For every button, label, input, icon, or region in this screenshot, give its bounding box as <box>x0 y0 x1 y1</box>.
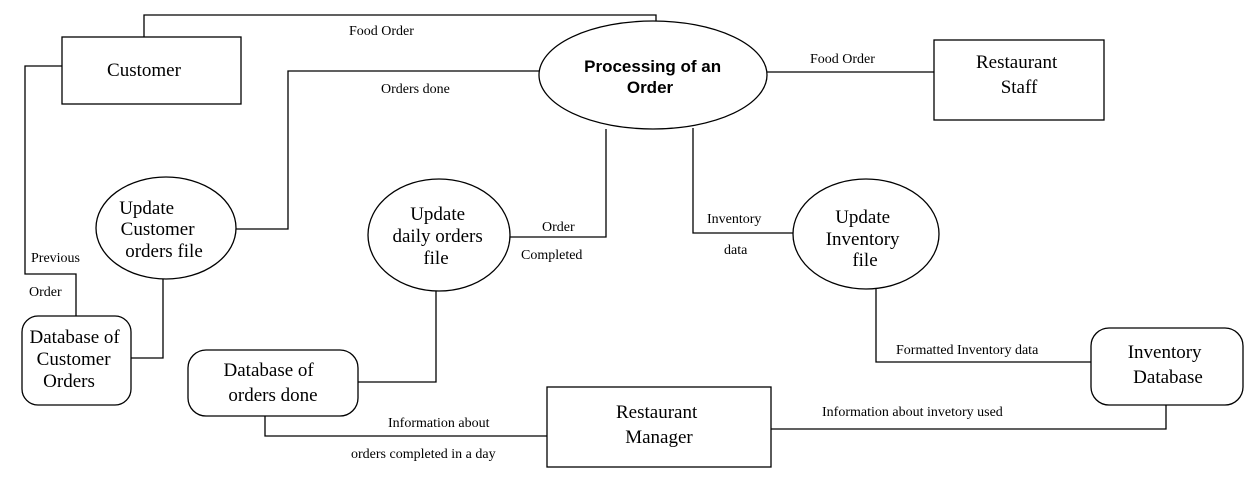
process-update-daily-orders-label-line-1: Update <box>410 204 465 225</box>
svg-text:Database of orders done: Database of orders done <box>224 360 319 406</box>
store-inventory-database-label-line-2: Database <box>1133 367 1203 388</box>
connector-processing-update-daily <box>510 129 607 238</box>
flow-label-info-inventory: Information about invetory used <box>822 405 1003 420</box>
svg-text:Update Inventory f: Update Inventory file <box>826 207 905 271</box>
store-customer-orders-label-line-1: Database of <box>30 327 121 348</box>
connector-processing-update-customer <box>236 70 540 230</box>
svg-text:Customer: Customer <box>107 60 182 81</box>
process-update-customer-orders-label-line-3: orders file <box>125 241 203 262</box>
process-update-customer-orders: Update Customer orders file <box>95 176 237 280</box>
entity-restaurant-staff-label-line-2: Staff <box>1001 77 1038 98</box>
entity-restaurant-manager-label-line-2: Manager <box>625 427 693 448</box>
process-processing-order: Processing of an Order <box>538 20 768 130</box>
entity-customer-label: Customer <box>107 60 182 81</box>
process-update-daily-orders-label-line-2: daily orders <box>393 226 483 247</box>
store-customer-orders-label-line-3: Orders <box>43 371 95 392</box>
entity-customer: Customer <box>61 36 242 105</box>
flow-label-order-completed-line-1: Order <box>542 220 575 235</box>
svg-text:Restaurant Manager: Restaurant Manager <box>616 402 702 448</box>
connector-db-orders-manager <box>264 416 547 437</box>
connector-update-daily-db-orders <box>358 290 437 383</box>
flow-label-order-completed-line-2: Completed <box>521 248 582 263</box>
flow-label-info-orders-line-2: orders completed in a day <box>351 447 496 462</box>
process-update-inventory-label-line-2: Inventory <box>826 229 900 250</box>
svg-text:Restaurant Staff: Restaurant Staff <box>976 52 1062 98</box>
flow-label-inventory-data-line-1: Inventory <box>707 212 761 227</box>
connector-customer-processing <box>143 14 657 37</box>
store-customer-orders-label-line-2: Customer <box>37 349 112 370</box>
process-update-inventory-label-line-3: file <box>852 250 877 271</box>
svg-text:Update daily orders: Update daily orders file <box>393 204 488 269</box>
svg-text:Database of Customer: Database of Customer Orders <box>30 327 125 392</box>
entity-restaurant-staff-label-line-1: Restaurant <box>976 52 1058 73</box>
connectors <box>24 14 1167 437</box>
flow-labels: Food Order Food Order Orders done Order … <box>29 24 1039 462</box>
flow-label-inventory-data-line-2: data <box>724 243 748 258</box>
entity-restaurant-manager-label-line-1: Restaurant <box>616 402 698 423</box>
flow-label-previous-order-line-2: Order <box>29 285 62 300</box>
store-inventory-database-label-line-1: Inventory <box>1128 342 1202 363</box>
flow-label-formatted-inventory: Formatted Inventory data <box>896 343 1039 358</box>
flow-label-food-order-staff: Food Order <box>810 52 875 67</box>
svg-text:Processing of an Order: Processing of an Order <box>584 57 726 97</box>
process-processing-order-label-line-2: Order <box>627 78 674 97</box>
connector-processing-update-inventory <box>692 128 794 234</box>
process-update-inventory-label-line-1: Update <box>835 207 890 228</box>
connector-manager-db-inventory <box>771 405 1167 430</box>
svg-text:Update Customer or: Update Customer orders file <box>119 198 203 262</box>
process-update-daily-orders: Update daily orders file <box>367 178 511 292</box>
entity-restaurant-staff: Restaurant Staff <box>933 39 1105 121</box>
flow-label-info-orders-line-1: Information about <box>388 416 490 431</box>
flow-label-food-order-top: Food Order <box>349 24 414 39</box>
store-orders-done-label-line-1: Database of <box>224 360 315 381</box>
process-update-customer-orders-label-line-2: Customer <box>121 219 196 240</box>
store-inventory-database: Inventory Database <box>1090 327 1244 406</box>
connector-update-inventory-db-inventory <box>875 289 1091 363</box>
process-update-customer-orders-label-line-1: Update <box>119 198 174 219</box>
process-update-daily-orders-label-line-3: file <box>423 248 448 269</box>
entity-restaurant-manager: Restaurant Manager <box>546 386 772 468</box>
process-processing-order-label-line-1: Processing of an <box>584 57 721 76</box>
connector-customer-db-customer <box>24 65 77 316</box>
flow-label-orders-done: Orders done <box>381 82 450 97</box>
flow-label-previous-order-line-1: Previous <box>31 251 80 266</box>
connector-update-customer-db <box>131 279 164 359</box>
store-orders-done: Database of orders done <box>187 349 359 417</box>
store-orders-done-label-line-2: orders done <box>228 385 317 406</box>
store-customer-orders: Database of Customer Orders <box>21 315 132 406</box>
svg-text:Inventory Database: Inventory Database <box>1128 342 1207 388</box>
process-update-inventory: Update Inventory file <box>792 178 940 290</box>
